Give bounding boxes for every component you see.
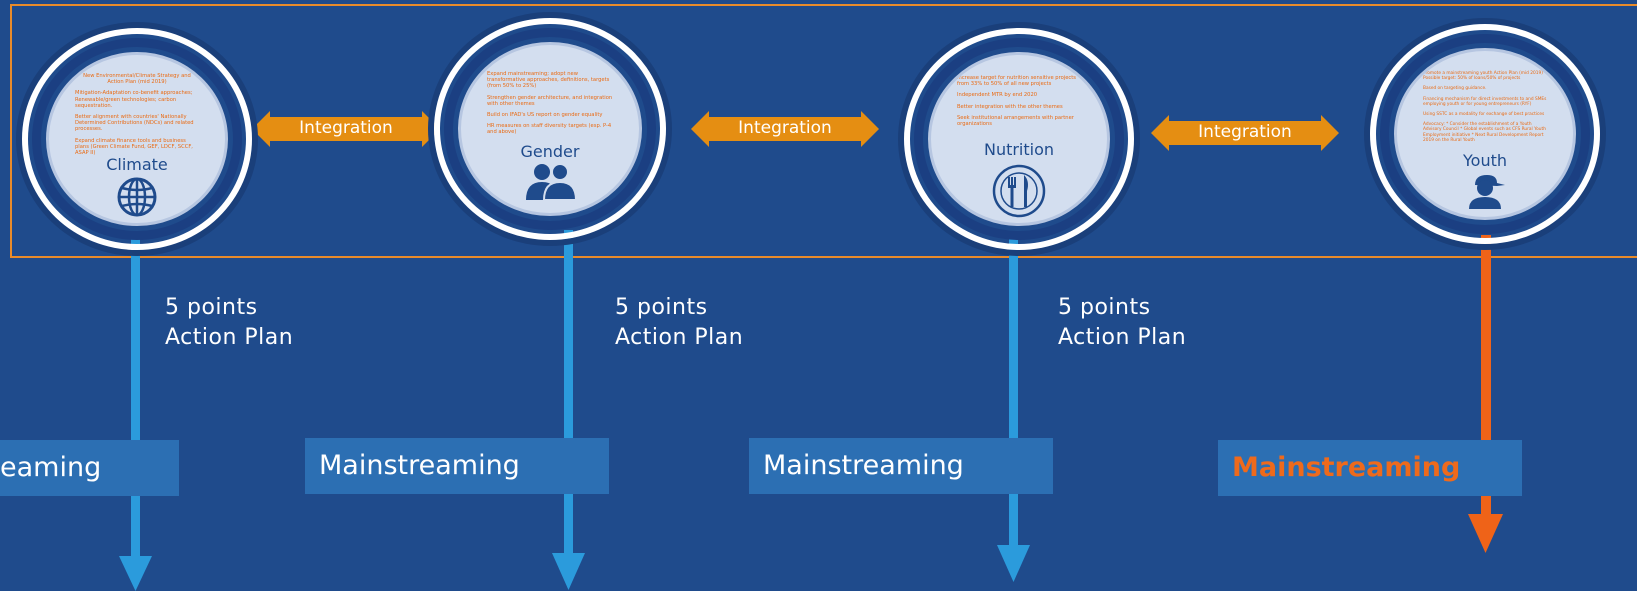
youth-outer-ring (1370, 24, 1600, 244)
nutrition-arrowhead (997, 545, 1030, 582)
gender-bullet: Expand mainstreaming; adopt new transfor… (487, 71, 610, 90)
youth-bullet: Financing mechanism for direct investmen… (1423, 96, 1547, 107)
youth-flow-line (1481, 235, 1491, 525)
youth-bullet: Based on targeting guidance. (1423, 86, 1487, 92)
gender-bullet: Strengthen gender architecture, and inte… (487, 94, 613, 107)
theme-gender: Expand mainstreaming; adopt new transfor… (434, 18, 666, 240)
climate-bullet: Better alignment with countries' Nationa… (75, 114, 194, 133)
youth-bullet: Advocacy: * Consider the establishment o… (1423, 122, 1546, 143)
climate-bullet: New Environmental/Climate Strategy and A… (83, 73, 191, 86)
gender-mid-ring (444, 28, 656, 230)
integration-arrow-2: Integration (691, 111, 879, 147)
integration-label: Integration (299, 118, 393, 138)
integration-label: Integration (1198, 122, 1292, 142)
theme-youth: Promote a mainstreaming youth Action Pla… (1370, 24, 1600, 244)
theme-name-youth: Youth (1463, 151, 1507, 170)
mainstreaming-box-climate: eaming (0, 440, 179, 496)
climate-bullet: Mitigation-Adaptation co-benefit approac… (75, 90, 193, 109)
action-plan-line1: 5 points (1058, 295, 1151, 320)
youth-inner-disc: Promote a mainstreaming youth Action Pla… (1394, 48, 1576, 220)
theme-name-gender: Gender (520, 142, 580, 161)
nutrition-mid-ring (914, 38, 1124, 240)
youth-bullet: Using SSTC as a modality for exchange of… (1423, 112, 1545, 118)
nutrition-bullet: Independent MTR by end 2020 (957, 92, 1038, 99)
youth-mid-ring (1380, 34, 1590, 234)
climate-bullets: New Environmental/Climate Strategy and A… (75, 73, 199, 161)
nutrition-flow-line (1009, 238, 1018, 558)
cutlery-icon (992, 164, 1046, 218)
gender-bullet: Build on IFAD's US report on gender equa… (487, 112, 603, 119)
integration-arrow-3: Integration (1151, 115, 1339, 151)
climate-mid-ring (32, 38, 242, 240)
action-plan-label-climate: 5 points Action Plan (165, 293, 293, 353)
action-plan-line1: 5 points (165, 295, 258, 320)
nutrition-outer-ring (904, 28, 1134, 250)
gender-outer-ring (434, 18, 666, 240)
action-plan-line2: Action Plan (615, 325, 744, 350)
climate-flow-line (131, 238, 140, 568)
action-plan-line2: Action Plan (165, 325, 294, 350)
mainstreaming-box-youth: Mainstreaming (1218, 440, 1522, 496)
people-icon (526, 163, 578, 200)
climate-arrowhead (119, 556, 152, 591)
gender-bullets: Expand mainstreaming; adopt new transfor… (487, 71, 613, 141)
theme-name-climate: Climate (106, 155, 168, 174)
mainstreaming-box-gender: Mainstreaming (305, 438, 609, 494)
youth-bullets: Promote a mainstreaming youth Action Pla… (1423, 71, 1547, 148)
theme-nutrition: Increase target for nutrition sensitive … (904, 28, 1134, 250)
youth-arrowhead (1468, 514, 1503, 553)
integration-label: Integration (738, 118, 832, 138)
nutrition-bullet: Increase target for nutrition sensitive … (957, 75, 1076, 88)
nutrition-bullet: Better integration with the other themes (957, 103, 1063, 110)
gender-arrowhead (552, 553, 585, 590)
action-plan-line2: Action Plan (1058, 325, 1187, 350)
nutrition-bullet: Seek institutional arrangements with par… (957, 114, 1074, 128)
action-plan-label-gender: 5 points Action Plan (615, 293, 743, 353)
climate-bullet: Expand climate finance tools and busines… (75, 137, 193, 157)
themes-frame (10, 4, 1637, 258)
youth-bullet: Promote a mainstreaming youth Action Pla… (1423, 71, 1546, 82)
gender-bullet: HR measures on staff diversity targets (… (487, 123, 612, 136)
integration-arrow-1: Integration (252, 111, 440, 147)
gender-flow-line (564, 230, 573, 560)
globe-icon (117, 177, 157, 217)
nutrition-bullets: Increase target for nutrition sensitive … (957, 75, 1081, 132)
action-plan-label-nutrition: 5 points Action Plan (1058, 293, 1186, 353)
gender-inner-disc: Expand mainstreaming; adopt new transfor… (458, 42, 642, 216)
action-plan-line1: 5 points (615, 295, 708, 320)
climate-inner-disc: New Environmental/Climate Strategy and A… (46, 52, 228, 226)
nutrition-inner-disc: Increase target for nutrition sensitive … (928, 52, 1110, 226)
person-cap-icon (1469, 175, 1505, 209)
climate-outer-ring (22, 28, 252, 250)
theme-name-nutrition: Nutrition (983, 140, 1055, 159)
theme-climate: New Environmental/Climate Strategy and A… (22, 28, 252, 250)
mainstreaming-box-nutrition: Mainstreaming (749, 438, 1053, 494)
